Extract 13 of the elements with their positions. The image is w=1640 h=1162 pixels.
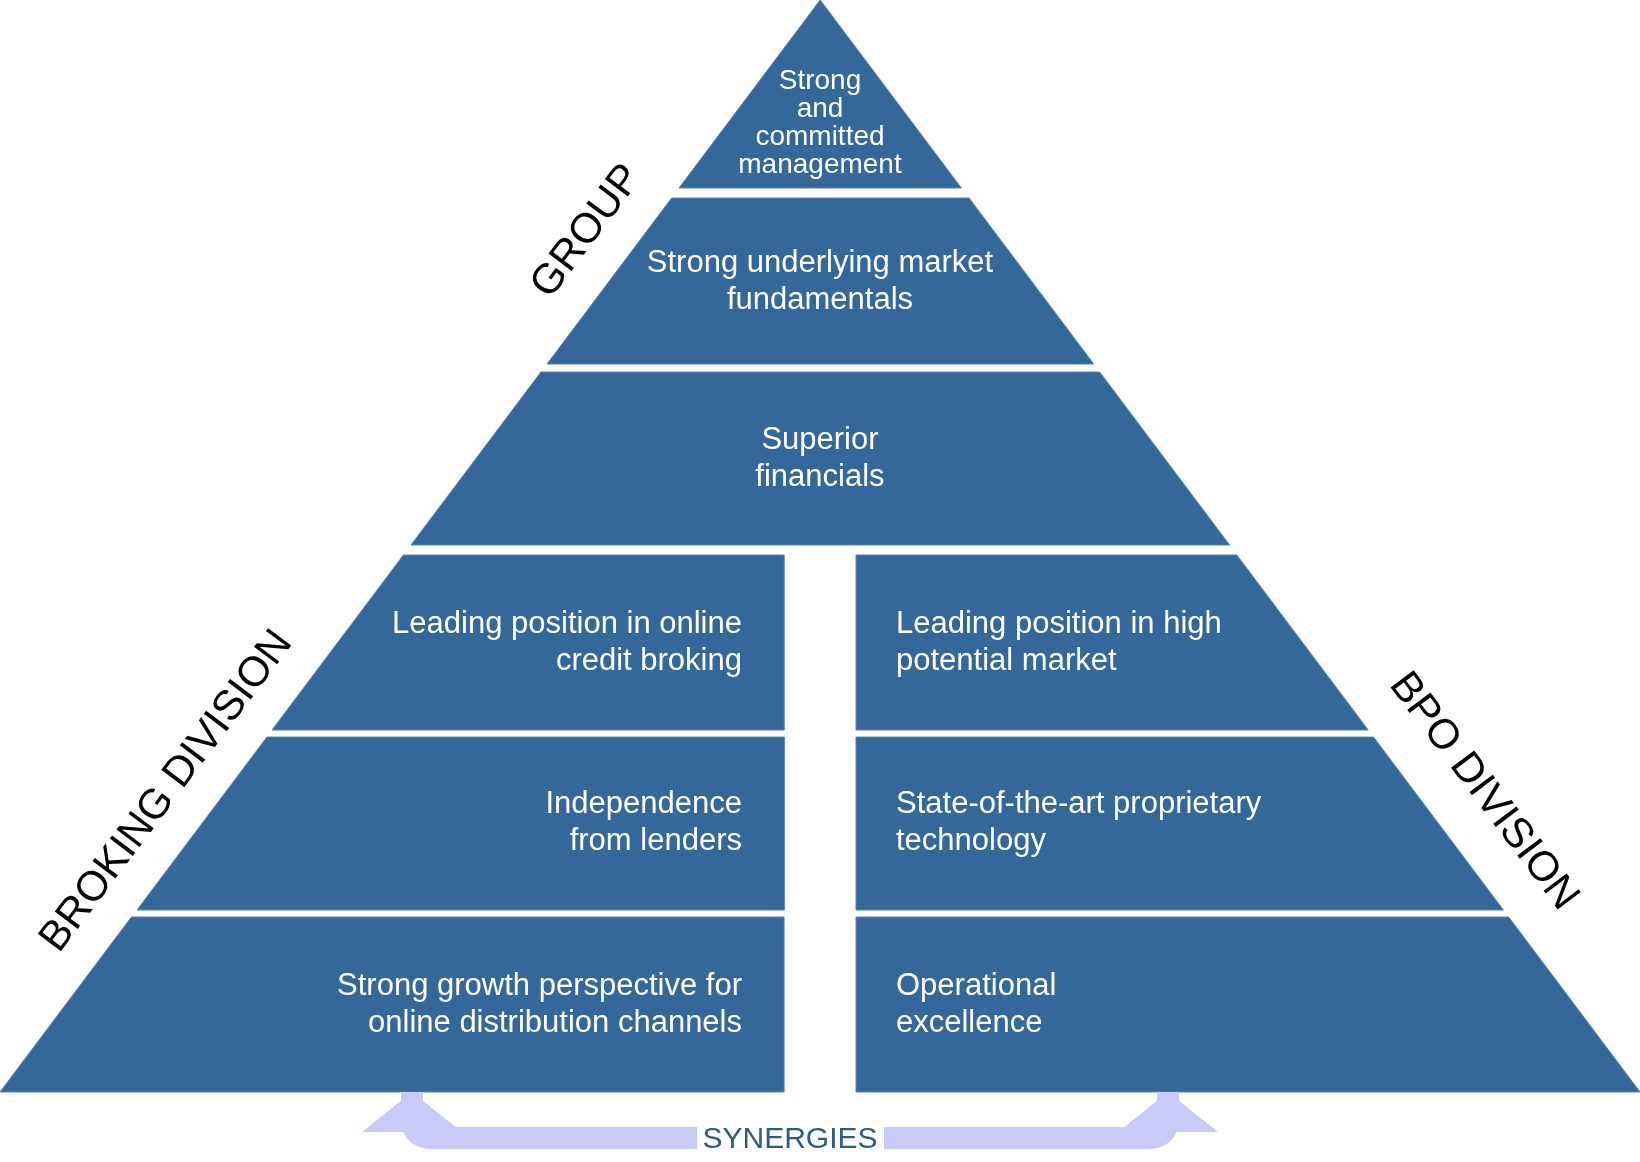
pyramid-segment [410, 372, 1230, 545]
pyramid-segment [678, 0, 962, 188]
segment-text: State-of-the-art proprietary technology [896, 784, 1263, 858]
segment-text: Leading position in online credit broking [391, 604, 742, 678]
segment-text: Leading position in high potential market [896, 604, 1223, 678]
segment-text: Strong growth perspective for online distribution channels [336, 966, 742, 1040]
segment-text: Superior financials [754, 420, 886, 494]
pyramid-segment [856, 917, 1640, 1092]
segment-text: Independence from lenders [544, 784, 742, 858]
pyramid-segment [856, 555, 1369, 730]
segment-text: Strong and committed management [737, 66, 903, 178]
segment-text: Strong underlying market fundamentals [645, 243, 995, 317]
segment-text: Operational excellence [896, 966, 1058, 1040]
